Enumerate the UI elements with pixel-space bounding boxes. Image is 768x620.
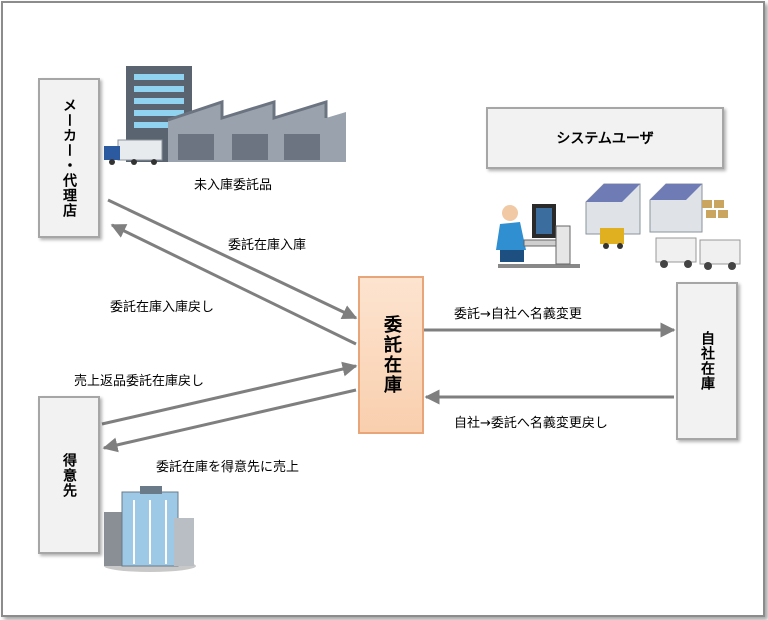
arrow-receive-return [110, 223, 357, 346]
office-building-icon [104, 486, 196, 572]
arrow-receive [107, 198, 358, 320]
sales-return-label: 売上返品委託在庫戻し [74, 374, 205, 389]
consignment-receive-return-label: 委託在庫入庫戻し [110, 300, 215, 315]
consignment-stock-label: 委託在庫 [381, 315, 402, 395]
unreceived-consignment-label: 未入庫委託品 [194, 178, 273, 193]
maker-agency-box: メーカー・代理店 [38, 78, 100, 238]
arrow-sell [102, 388, 357, 453]
warehouse-icon [580, 166, 748, 292]
system-user-label: システムユーザ [556, 131, 654, 147]
to-own-transfer-label: 委託→自社へ名義変更 [454, 307, 582, 322]
customer-label: 得意先 [61, 452, 77, 498]
consignment-stock-box: 委託在庫 [358, 276, 424, 434]
system-user-box: システムユーザ [486, 107, 724, 169]
sell-to-customer-label: 委託在庫を得意先に売上 [156, 460, 300, 475]
own-stock-box: 自社在庫 [676, 282, 738, 440]
consignment-receive-label: 委託在庫入庫 [228, 238, 307, 253]
to-own-transfer-return-label: 自社→委託へ名義変更戻し [454, 416, 608, 431]
truck-icon [104, 139, 163, 165]
arrow-sales-return [101, 361, 358, 426]
own-stock-label: 自社在庫 [699, 331, 715, 391]
maker-agency-label: メーカー・代理店 [61, 98, 77, 218]
customer-box: 得意先 [38, 396, 100, 554]
computer-user-icon [496, 204, 582, 268]
